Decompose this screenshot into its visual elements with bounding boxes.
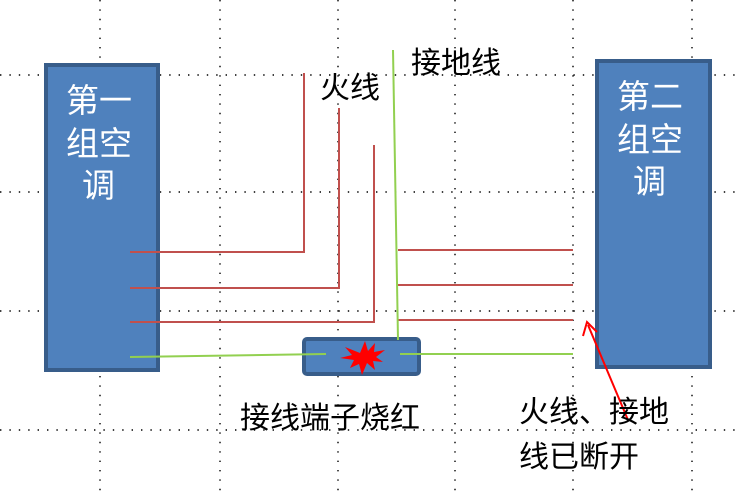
first-unit-label-3: 调 (82, 166, 115, 205)
earth-wires (129, 49, 573, 358)
break-arrow (582, 320, 629, 421)
first-unit-label-2: 组空 (66, 124, 132, 163)
second-ac-unit: 第二 组空 调 (595, 59, 712, 369)
second-unit-label-2: 组空 (617, 120, 683, 159)
live-wire-label: 火线 (320, 71, 380, 106)
broken-wires-label-1: 火线、接地 (519, 395, 669, 430)
second-unit-label-3: 调 (633, 162, 666, 201)
broken-wires-label-2: 线已断开 (519, 440, 639, 475)
burn-mark-icon (340, 341, 385, 375)
earth-wire-label: 接地线 (411, 46, 501, 81)
second-unit-label-1: 第二 (617, 77, 683, 116)
live-wires (130, 73, 573, 323)
terminal-block (302, 337, 421, 376)
first-ac-unit: 第一 组空 调 (44, 63, 160, 372)
terminal-burn-label: 接线端子烧红 (240, 401, 420, 436)
first-unit-label-1: 第一 (66, 81, 132, 120)
